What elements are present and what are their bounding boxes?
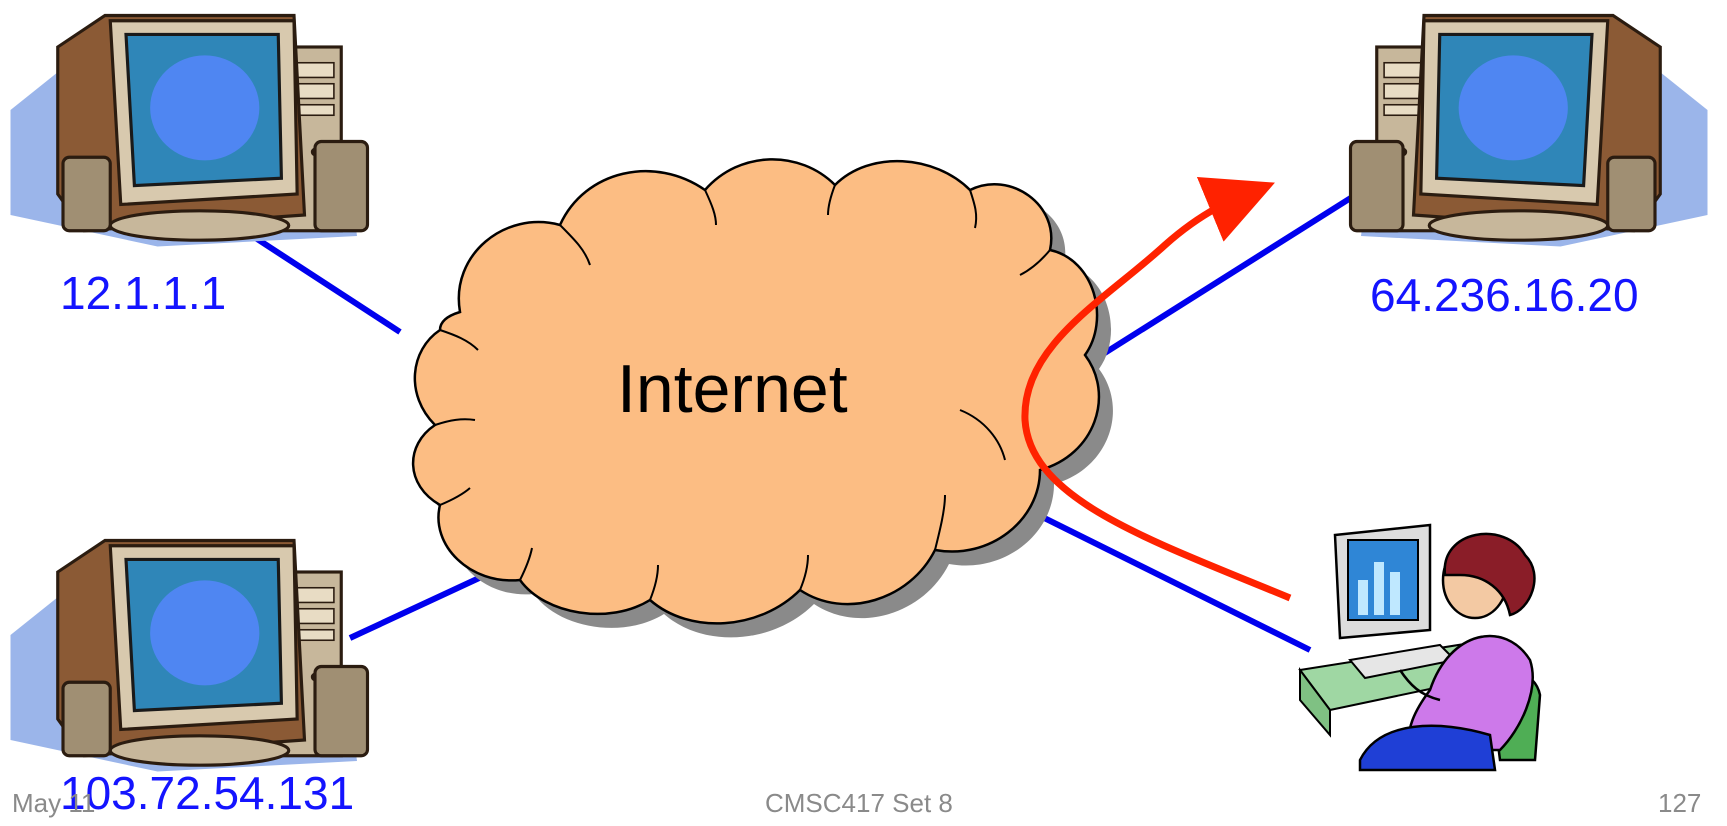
host-computer-top-right: [1351, 16, 1708, 247]
link-workstation: [996, 492, 1312, 653]
ip-label-top-left: 12.1.1.1: [60, 267, 227, 319]
ip-label-top-right: 64.236.16.20: [1370, 269, 1639, 321]
link-top-right: [1098, 191, 1359, 359]
footer-page-number: 127: [1658, 788, 1702, 818]
host-computer-bottom-left: [8, 538, 370, 774]
footer-date: May 11: [12, 788, 96, 818]
user-workstation-icon: [1298, 523, 1542, 772]
cloud-label: Internet: [617, 351, 848, 427]
host-computer-top-left: [8, 13, 370, 249]
route-arrow: [1021, 176, 1292, 602]
footer-course: CMSC417 Set 8: [765, 788, 953, 818]
ip-label-bottom-left: 103.72.54.131: [60, 767, 355, 819]
internet-cloud: [411, 158, 1101, 625]
